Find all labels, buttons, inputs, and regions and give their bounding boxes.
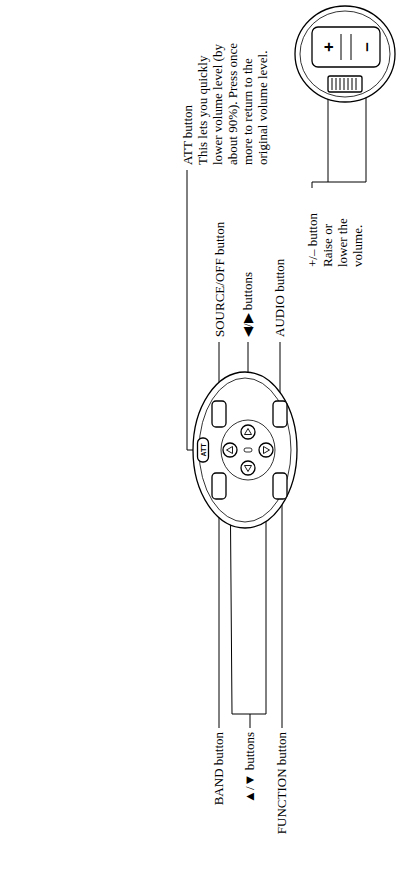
leader-line <box>312 182 313 188</box>
key-legend: ATT <box>200 443 207 456</box>
leader-line <box>282 500 283 728</box>
callout-label: SOURCE/OFF button <box>212 222 227 337</box>
leader-bracket <box>312 182 366 183</box>
callout-label: +/– button <box>305 213 320 267</box>
callout-label: AUDIO button <box>272 259 287 337</box>
key-legend: – <box>358 42 375 51</box>
leader-bracket <box>232 714 266 715</box>
leader-line <box>250 714 251 728</box>
callout-label: ◀/▶ buttons <box>240 272 255 337</box>
leader-line <box>187 170 197 450</box>
callout-label: BAND button <box>211 732 226 805</box>
callout-label: ▲/▼ buttons <box>242 732 257 803</box>
key-legend: + <box>320 42 337 52</box>
callout-note: Raise or lower the volume. <box>320 192 365 267</box>
callout-label: FUNCTION button <box>274 732 289 834</box>
callout-label: ATT button <box>180 105 195 165</box>
remote-body <box>193 372 297 528</box>
volume-unit <box>295 6 395 102</box>
callout-note: This lets you quickly lower volume level… <box>195 33 270 165</box>
leader-line <box>219 500 220 728</box>
